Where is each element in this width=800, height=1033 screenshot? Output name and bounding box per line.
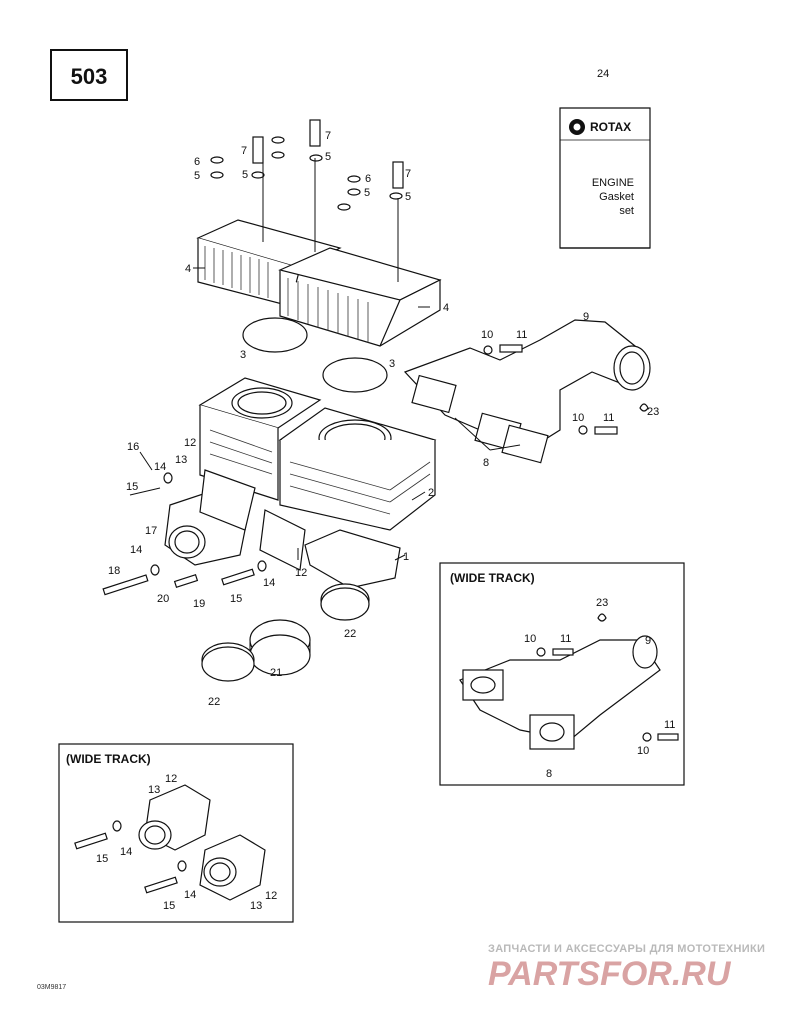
callout-4b: 4 bbox=[443, 302, 449, 314]
page-number-box: 503 bbox=[50, 49, 128, 101]
rotax-gear-icon bbox=[569, 119, 585, 135]
callout-1: 1 bbox=[403, 551, 409, 563]
exhaust-manifold bbox=[403, 319, 651, 464]
callout-13: 13 bbox=[175, 454, 187, 466]
callout-14c: 14 bbox=[263, 577, 275, 589]
cylinder-heads bbox=[196, 158, 442, 347]
head-gaskets bbox=[242, 317, 388, 393]
corner-number: 24 bbox=[597, 68, 609, 80]
callout-11a: 11 bbox=[516, 329, 527, 341]
reference-code: 03M9817 bbox=[37, 984, 66, 991]
inset-title-exhaust: (WIDE TRACK) bbox=[450, 571, 535, 585]
callout-20: 20 bbox=[157, 593, 169, 605]
callout-7a: 7 bbox=[241, 145, 247, 157]
callout-6a: 6 bbox=[194, 156, 200, 168]
callout-5a: 5 bbox=[194, 170, 200, 182]
wide-callout-12a: 12 bbox=[165, 773, 177, 785]
callout-17: 17 bbox=[145, 525, 157, 537]
callout-2: 2 bbox=[428, 487, 434, 499]
callout-12a: 12 bbox=[184, 437, 196, 449]
intake-adaptors bbox=[102, 469, 306, 596]
callout-5d: 5 bbox=[364, 187, 370, 199]
callout-21: 21 bbox=[270, 667, 282, 679]
watermark-line2: PARTSFOR.RU bbox=[488, 955, 732, 993]
wide-callout-12b: 12 bbox=[265, 890, 277, 902]
clamps-and-flange bbox=[201, 583, 370, 682]
callout-16: 16 bbox=[127, 441, 139, 453]
wide-callout-14b: 14 bbox=[184, 889, 196, 901]
wide-callout-13b: 13 bbox=[250, 900, 262, 912]
callout-15a: 15 bbox=[126, 481, 138, 493]
wide-callout-8: 8 bbox=[546, 768, 552, 780]
callout-9: 9 bbox=[583, 311, 589, 323]
callout-14a: 14 bbox=[154, 461, 166, 473]
wide-track-exhaust-inset: (WIDE TRACK) 8 9 10 10 11 11 23 bbox=[439, 562, 685, 786]
wide-callout-10a: 10 bbox=[524, 633, 536, 645]
wide-callout-23: 23 bbox=[596, 597, 608, 609]
gasket-kit-line2: Gasket bbox=[599, 191, 634, 203]
wide-callout-11a: 11 bbox=[560, 633, 571, 645]
callout-3b: 3 bbox=[389, 358, 395, 370]
page-number: 503 bbox=[71, 64, 108, 89]
wide-track-intake-inset: (WIDE TRACK) 12 12 13 13 14 14 15 15 bbox=[58, 743, 294, 923]
wide-callout-10b: 10 bbox=[637, 745, 649, 757]
gasket-kit-box: ROTAX ENGINE Gasket set bbox=[559, 107, 651, 249]
callout-18: 18 bbox=[108, 565, 120, 577]
watermark: ЗАПЧАСТИ И АКСЕССУАРЫ ДЛЯ МОТОТЕХНИКИ PA… bbox=[488, 943, 765, 993]
stud-spacers bbox=[210, 119, 404, 211]
callout-11b: 11 bbox=[603, 412, 614, 424]
callout-10a: 10 bbox=[481, 329, 493, 341]
wide-callout-15b: 15 bbox=[163, 900, 175, 912]
callout-19: 19 bbox=[193, 598, 205, 610]
base-gasket bbox=[304, 529, 401, 589]
callout-7c: 7 bbox=[405, 168, 411, 180]
callout-5c: 5 bbox=[325, 151, 331, 163]
callout-4a: 4 bbox=[185, 263, 191, 275]
callout-5b: 5 bbox=[242, 169, 248, 181]
wide-callout-9: 9 bbox=[645, 635, 651, 647]
drop-icon bbox=[639, 403, 649, 412]
callout-22b: 22 bbox=[208, 696, 220, 708]
callout-14b: 14 bbox=[130, 544, 142, 556]
callout-10b: 10 bbox=[572, 412, 584, 424]
wide-callout-15a: 15 bbox=[96, 853, 108, 865]
gasket-kit-line1: ENGINE bbox=[592, 177, 634, 189]
gasket-kit-line3: set bbox=[619, 205, 634, 217]
wide-callout-13a: 13 bbox=[148, 784, 160, 796]
callout-12b: 12 bbox=[295, 567, 307, 579]
callout-5e: 5 bbox=[405, 191, 411, 203]
watermark-line1: ЗАПЧАСТИ И АКСЕССУАРЫ ДЛЯ МОТОТЕХНИКИ bbox=[488, 943, 765, 955]
leader-lines bbox=[139, 267, 430, 561]
wide-callout-11b: 11 bbox=[664, 719, 675, 731]
main-callouts: 1 2 3 3 4 4 5 5 5 5 5 6 6 7 7 7 8 9 10 1… bbox=[108, 130, 659, 708]
callout-15b: 15 bbox=[230, 593, 242, 605]
gasket-kit-brand: ROTAX bbox=[590, 120, 631, 134]
wide-callout-14a: 14 bbox=[120, 846, 132, 858]
callout-22a: 22 bbox=[344, 628, 356, 640]
callout-6b: 6 bbox=[365, 173, 371, 185]
callout-8: 8 bbox=[483, 457, 489, 469]
cylinder-block bbox=[198, 377, 437, 531]
callout-3a: 3 bbox=[240, 349, 246, 361]
callout-23: 23 bbox=[647, 406, 659, 418]
callout-7b: 7 bbox=[325, 130, 331, 142]
inset-title-intake: (WIDE TRACK) bbox=[66, 752, 151, 766]
